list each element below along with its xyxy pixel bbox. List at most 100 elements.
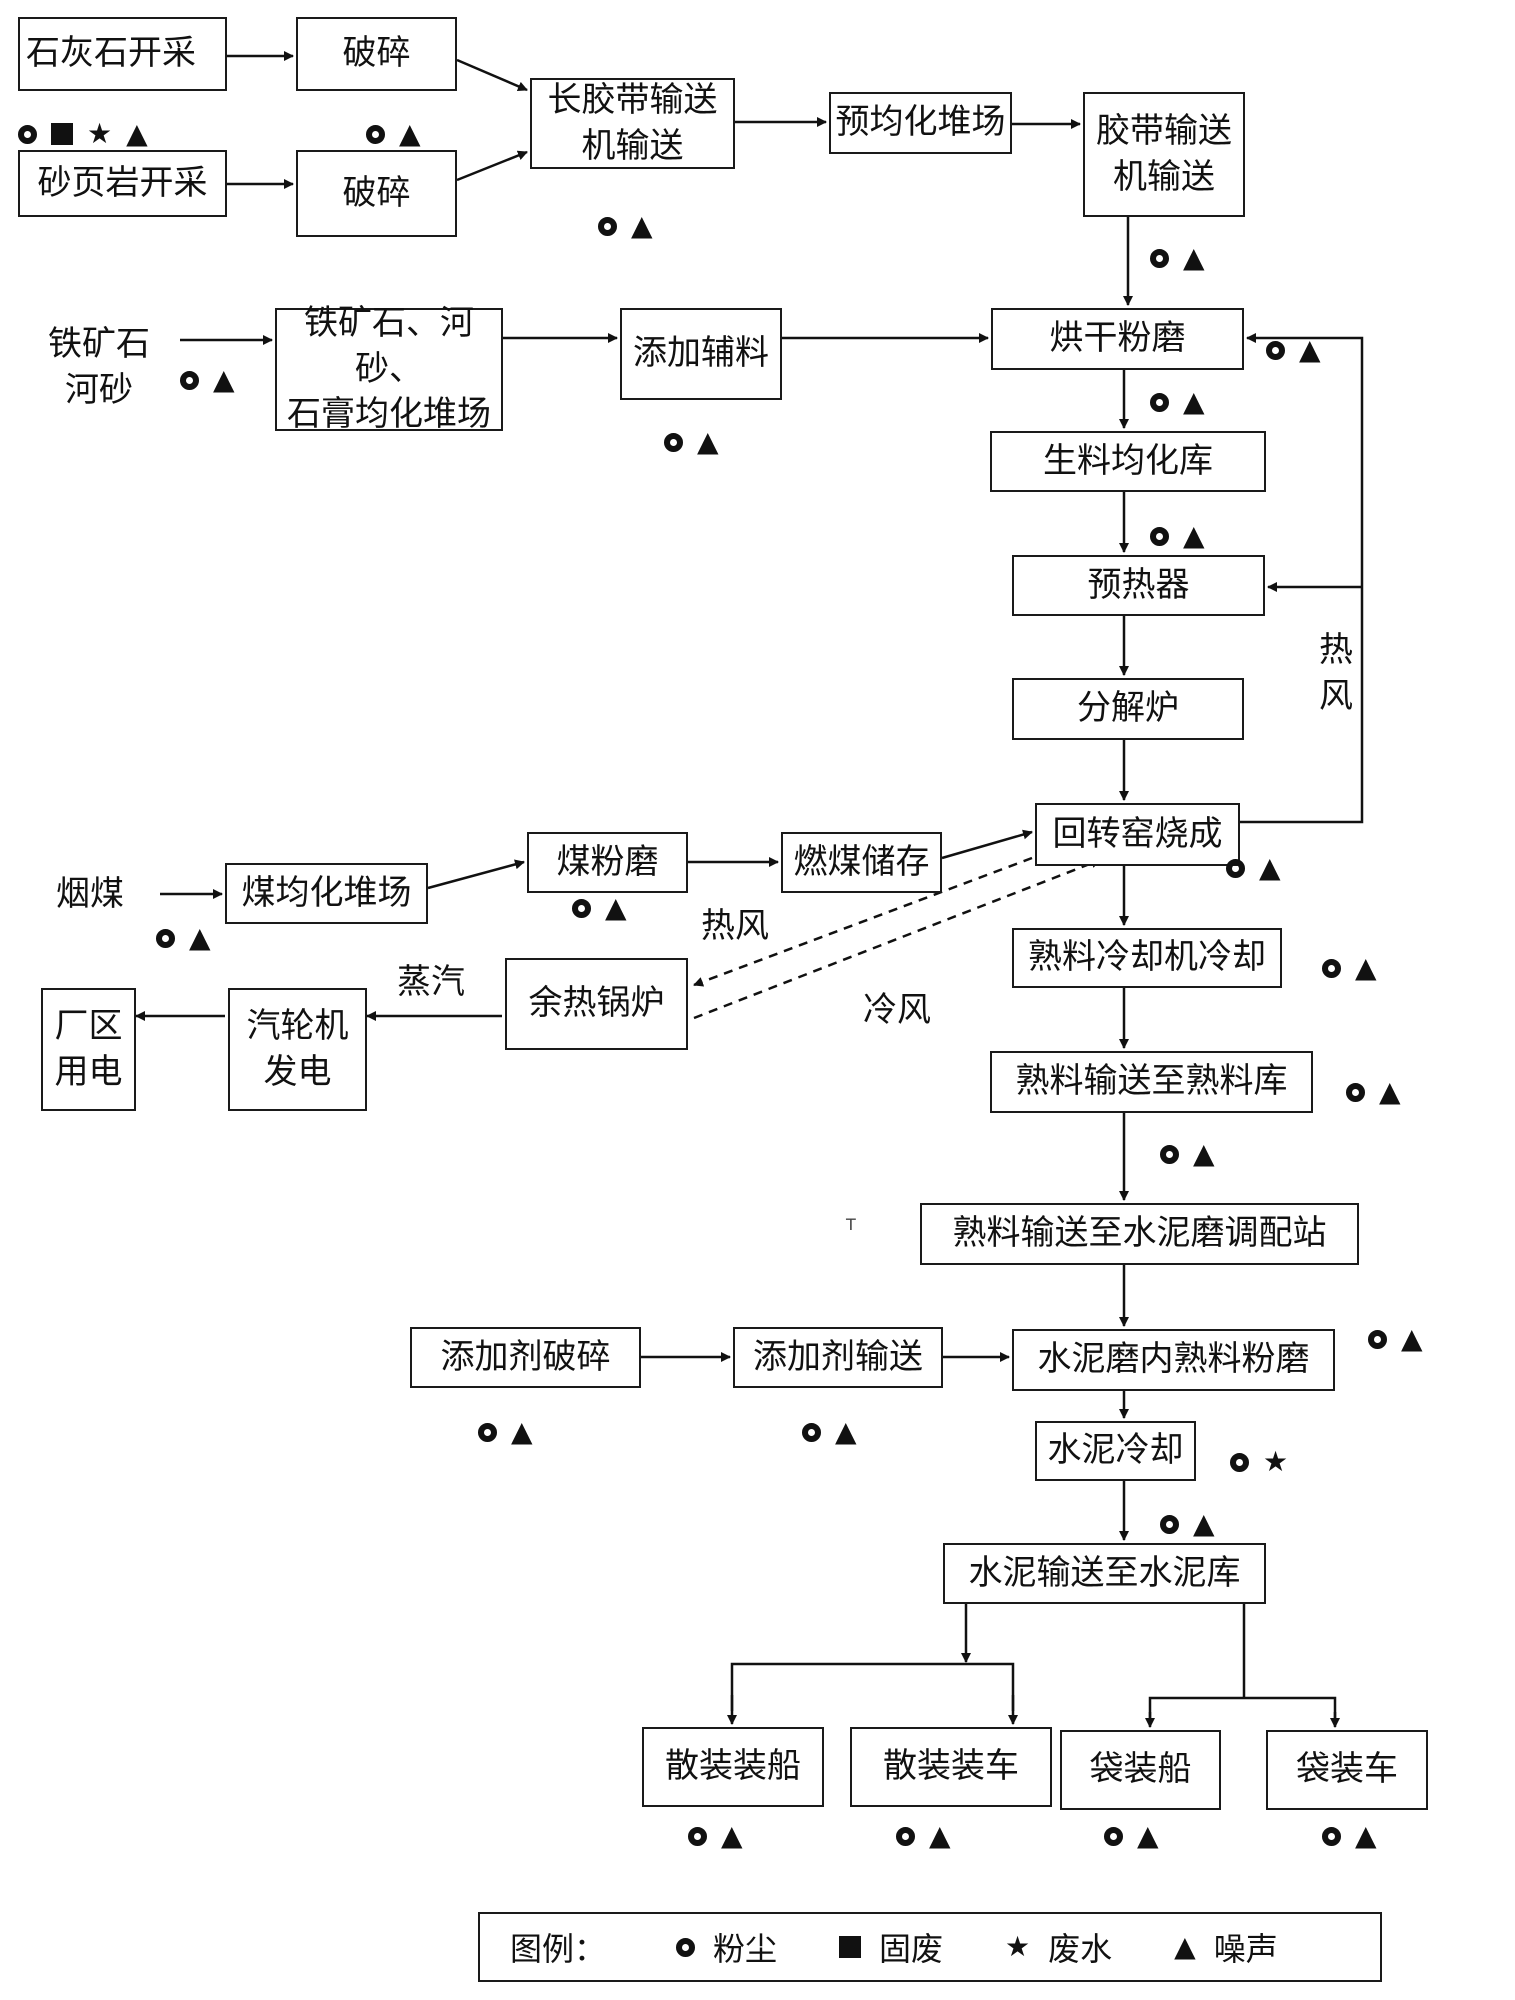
hot-air-loop [1240, 333, 1364, 824]
label-hot-air-loop: 热 风 [1319, 630, 1353, 716]
box-plant-power: 厂区 用电 [41, 988, 136, 1111]
box-bag-ship: 袋装船 [1060, 1730, 1221, 1810]
symbols-raw: ▲ [1150, 388, 1205, 416]
dust-icon [676, 1937, 696, 1957]
symbols-bulk-ship: ▲ [688, 1822, 743, 1850]
dust-icon [156, 928, 175, 948]
box-turbine: 汽轮机 发电 [228, 988, 367, 1111]
dust-icon [18, 124, 37, 144]
box-shale-mining: 砂页岩开采 [18, 150, 227, 217]
legend-waste-water: ★ 废水 [1005, 1924, 1112, 1970]
dust-icon [1322, 958, 1341, 978]
box-iron-sand-yard: 铁矿石、河砂、 石膏均化堆场 [275, 303, 503, 434]
dust-icon [1150, 248, 1169, 268]
dust-icon [1104, 1826, 1123, 1846]
noise-icon: ▲ [1259, 851, 1281, 884]
label-steam: 蒸汽 [397, 962, 465, 1002]
dust-icon [1150, 392, 1169, 412]
box-additive-convey: 添加剂输送 [733, 1327, 943, 1388]
symbols-coal-yard: ▲ [156, 924, 211, 952]
cold-air-dashed [693, 858, 1101, 1020]
symbols-cement-mill: ▲ [1368, 1325, 1423, 1353]
waste-water-icon: ★ [1005, 1930, 1031, 1963]
noise-icon: ▲ [697, 425, 719, 458]
box-add-auxiliary: 添加辅料 [620, 308, 782, 400]
symbols-belt2: ▲ [1150, 244, 1205, 272]
legend-noise: ▲ 噪声 [1174, 1924, 1278, 1970]
box-crush-2: 破碎 [296, 150, 457, 237]
box-crush-1: 破碎 [296, 17, 457, 91]
box-bulk-truck: 散装装车 [850, 1727, 1052, 1807]
dust-icon [180, 370, 199, 390]
noise-icon: ▲ [1299, 333, 1321, 366]
symbols-clinker-silo: ▲ [1346, 1078, 1401, 1106]
noise-icon: ▲ [1401, 1322, 1423, 1355]
legend-solid-waste: 固废 [839, 1924, 943, 1970]
box-calciner: 分解炉 [1012, 678, 1244, 740]
dust-icon [1346, 1082, 1365, 1102]
box-coal-storage: 燃煤储存 [781, 832, 942, 893]
branch-bulk [730, 1662, 1015, 1711]
noise-icon: ▲ [1193, 1507, 1215, 1540]
symbols-cement-cool: ★ [1230, 1448, 1288, 1476]
dust-icon [598, 216, 617, 236]
box-drying-grinding: 烘干粉磨 [991, 308, 1244, 370]
arrow-crush1-belt [456, 58, 528, 92]
noise-icon: ▲ [1137, 1819, 1159, 1852]
box-clinker-to-station: 熟料输送至水泥磨调配站 [920, 1203, 1359, 1265]
symbols-crush: ▲ [366, 120, 421, 148]
noise-icon: ▲ [631, 209, 653, 242]
noise-icon: ▲ [511, 1415, 533, 1448]
noise-icon: ▲ [1183, 519, 1205, 552]
box-raw-meal-silo: 生料均化库 [990, 431, 1266, 492]
symbols-additive-convey: ▲ [802, 1418, 857, 1446]
noise-icon: ▲ [189, 921, 211, 954]
box-cement-cool: 水泥冷却 [1035, 1421, 1196, 1481]
symbols-aux: ▲ [664, 428, 719, 456]
solid-waste-icon [51, 123, 73, 145]
noise-icon: ▲ [1379, 1075, 1401, 1108]
noise-icon: ▲ [1355, 1819, 1377, 1852]
dust-icon [1322, 1826, 1341, 1846]
noise-icon: ▲ [1183, 385, 1205, 418]
legend-noise-label: 噪声 [1213, 1930, 1278, 1968]
box-clinker-cooler: 熟料冷却机冷却 [1012, 928, 1282, 988]
box-bulk-ship: 散装装船 [642, 1727, 824, 1807]
box-belt-conveyor: 胶带输送 机输送 [1083, 92, 1245, 217]
symbols-mining: ★ ▲ [18, 120, 148, 148]
noise-icon: ▲ [213, 363, 235, 396]
box-cement-to-silo: 水泥输送至水泥库 [943, 1543, 1266, 1604]
symbols-cement-convey: ▲ [1160, 1510, 1215, 1538]
legend-solid-waste-label: 固废 [879, 1930, 944, 1968]
noise-icon: ▲ [835, 1415, 857, 1448]
hot-air-dashed [693, 856, 1033, 987]
branch-bag [1148, 1696, 1337, 1722]
box-bag-truck: 袋装车 [1266, 1730, 1428, 1810]
box-clinker-to-silo: 熟料输送至熟料库 [990, 1051, 1313, 1113]
noise-icon: ▲ [126, 117, 148, 150]
legend-title: 图例： [510, 1930, 607, 1968]
dust-icon [478, 1422, 497, 1442]
symbols-bulk-truck: ▲ [896, 1822, 951, 1850]
dust-icon [664, 432, 683, 452]
box-coal-yard: 煤均化堆场 [225, 863, 428, 924]
symbols-clinker-convey: ▲ [1160, 1140, 1215, 1168]
box-coal-mill: 煤粉磨 [527, 832, 688, 893]
noise-icon: ▲ [1174, 1930, 1196, 1963]
box-pre-homogenization: 预均化堆场 [829, 92, 1012, 154]
noise-icon: ▲ [929, 1819, 951, 1852]
legend-dust-label: 粉尘 [713, 1930, 778, 1968]
noise-icon: ▲ [1355, 951, 1377, 984]
symbols-bag-truck: ▲ [1322, 1822, 1377, 1850]
legend-dust: 粉尘 [676, 1924, 777, 1970]
symbols-preheater: ▲ [1150, 522, 1205, 550]
box-rotary-kiln: 回转窑烧成 [1035, 803, 1240, 866]
label-iron-ore-sand: 铁矿石 河砂 [48, 324, 150, 410]
arrow-yard-mill [427, 859, 525, 890]
box-limestone-mining: 石灰石开采 [18, 17, 227, 91]
dust-icon [1150, 526, 1169, 546]
box-additive-crush: 添加剂破碎 [410, 1327, 641, 1388]
dust-icon [1226, 858, 1245, 878]
